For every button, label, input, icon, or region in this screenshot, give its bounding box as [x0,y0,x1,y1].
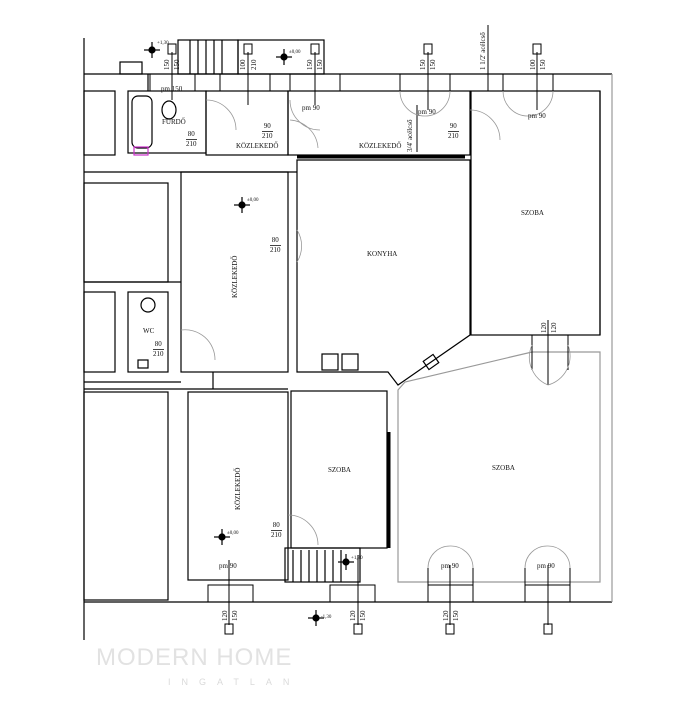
window-label: pm 90 [441,562,459,570]
outer-walls [83,38,613,640]
window-size: 150 [419,59,427,71]
left-rooms [83,61,207,601]
room-label-room-middle: SZOBA [328,466,351,474]
room-label-corridor-bottom: KÖZLEKEDŐ [234,467,242,510]
door-height: 210 [262,132,273,140]
door-height: 210 [448,132,459,140]
stairs-bottom [284,547,361,583]
room-label-corridor-vertical: KÖZLEKEDŐ [231,255,239,298]
room-label-kitchen: KONYHA [367,250,398,258]
door-width: 80 [153,340,164,350]
room-label-corridor-top-left: KÖZLEKEDŐ [236,142,279,150]
door-width: 80 [186,130,197,140]
room-label-room-big: SZOBA [492,464,515,472]
door-height: 210 [271,531,282,539]
kitchen [296,159,471,386]
sink [341,353,359,371]
window-label: pm 90 [219,562,237,570]
door-width: 80 [271,521,282,531]
room-label-corridor-top: KÖZLEKEDŐ [359,142,402,150]
window-size: 120 [540,322,548,334]
window-label: pm 90 [537,562,555,570]
window-size: 120 [221,610,229,622]
level-label: ±0,00 [289,50,301,55]
toilet [161,100,177,120]
sink [321,353,339,371]
pipe-label: 1 1/2' acélcső [479,32,487,70]
level-markers [144,42,354,626]
stairs-top [177,39,325,75]
room-big [397,351,601,583]
window-size: 150 [316,59,324,71]
level-label: +1,30 [351,556,363,561]
wc [127,291,169,373]
window-size: 150 [163,59,171,71]
door-width: 90 [448,122,459,132]
window-label: pm 90 [528,112,546,120]
wc-toilet [140,297,156,313]
window-label: pm 150 [161,85,183,93]
door-height: 210 [153,350,164,358]
door-height: 210 [186,140,197,148]
window-size: 210 [250,59,258,71]
window-size: 100 [239,59,247,71]
window-label: pm 90 [302,104,320,112]
window-size: 150 [231,610,239,622]
level-label: ±0,00 [227,531,239,536]
bathtub [131,95,153,149]
watermark-brand: MODERN HOME [96,644,293,671]
room-label-room-top-right: SZOBA [521,209,544,217]
room-label-wc: WC [143,327,155,335]
pipe-label: 3/4' acélcső [406,119,414,152]
door-swings [180,90,571,569]
window-size: 100 [529,59,537,71]
watermark-sub: INGATLAN [168,677,301,687]
window-label: pm 90 [418,108,436,116]
windows [149,73,571,603]
level-label: +1,30 [157,41,169,46]
window-size: 120 [442,610,450,622]
window-size: 150 [429,59,437,71]
room-label-bathroom: FÜRDŐ [162,118,186,126]
window-size: 150 [306,59,314,71]
door-width: 90 [262,122,273,132]
level-label: -1,30 [321,615,332,620]
corridors [180,90,471,581]
window-size: 120 [349,610,357,622]
window-size: 150 [539,59,547,71]
window-size: 150 [359,610,367,622]
door-height: 210 [270,246,281,254]
window-size: 150 [173,59,181,71]
window-size: 120 [550,322,558,334]
radiators [167,25,553,635]
level-label: ±0,00 [247,198,259,203]
door-width: 80 [270,236,281,246]
window-size: 150 [452,610,460,622]
